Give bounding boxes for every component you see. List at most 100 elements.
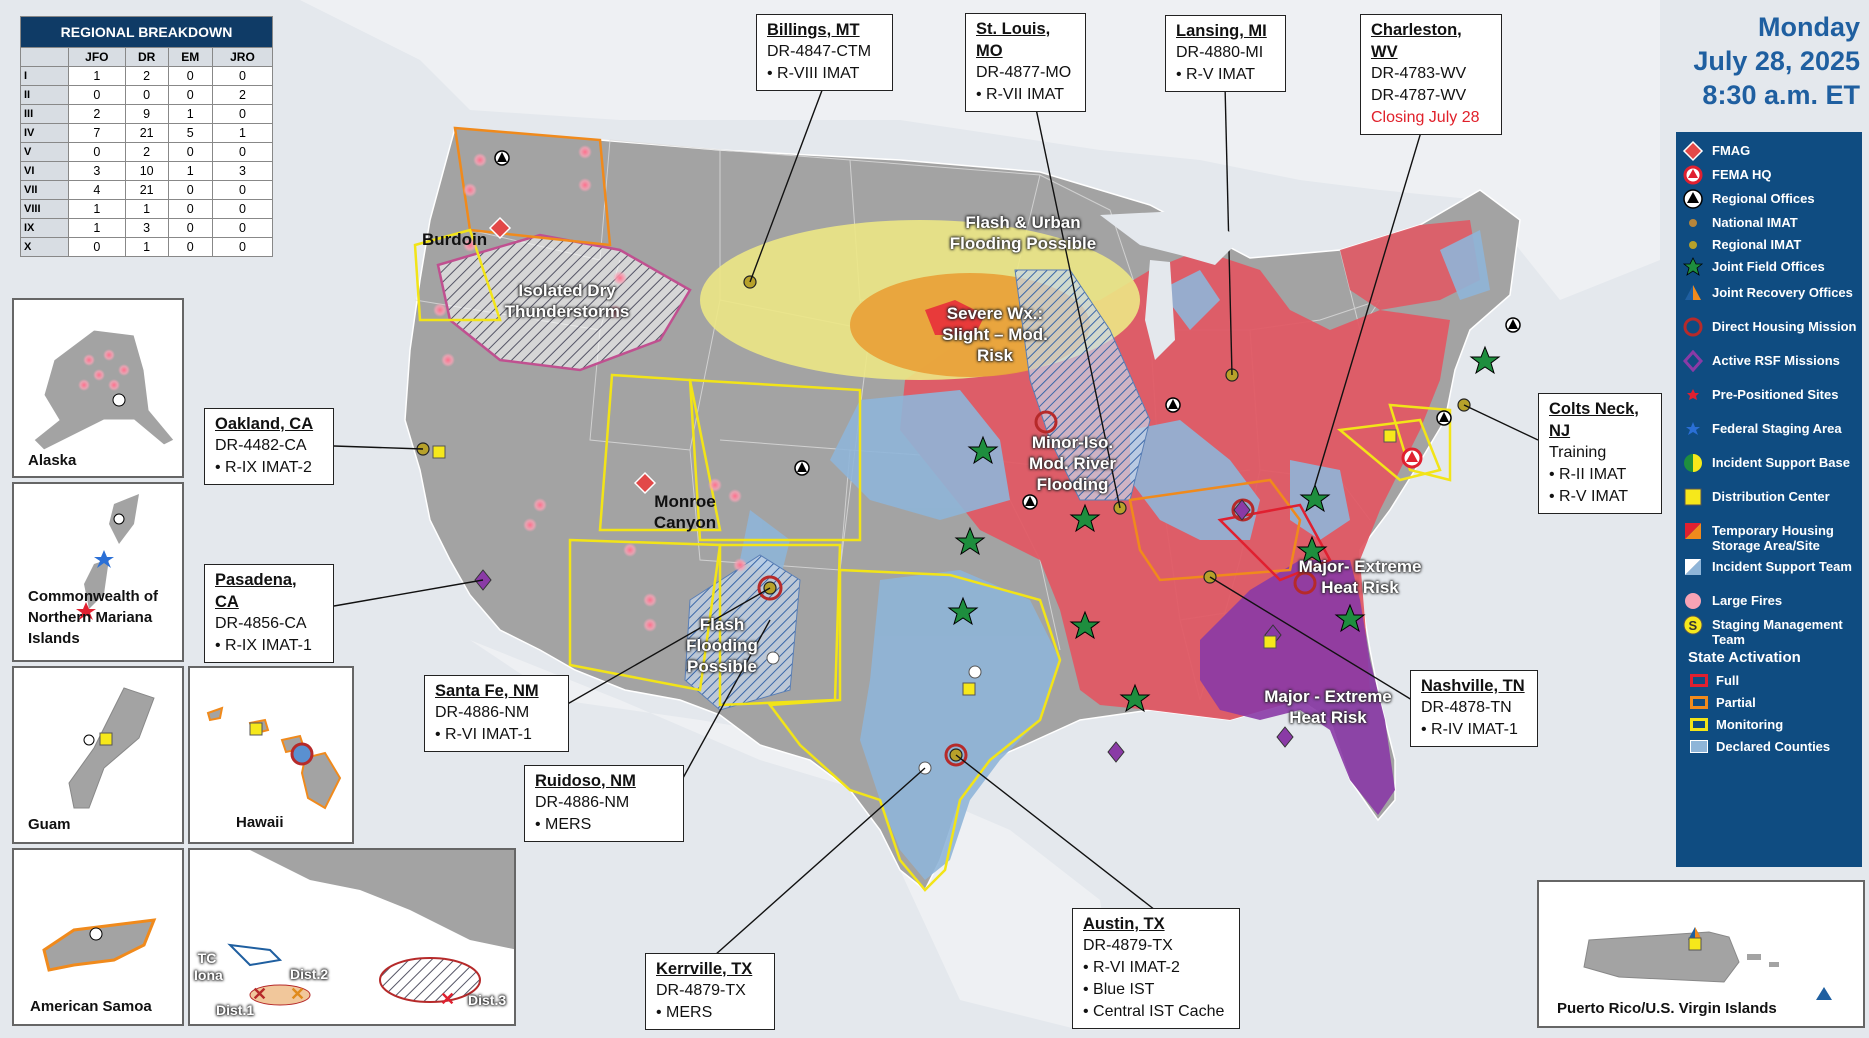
value-cell: 1 — [124, 199, 169, 219]
hawaii-label: Hawaii — [236, 814, 284, 831]
region-cell: V — [20, 142, 69, 162]
legend-label: Incident Support Base — [1712, 455, 1850, 470]
value-cell: 0 — [211, 218, 274, 238]
table-corner — [20, 47, 69, 67]
fmag-markers — [488, 216, 657, 495]
callout-line: DR-4886-NM — [535, 794, 630, 811]
legend-label: Federal Staging Area — [1712, 421, 1842, 436]
cnmi-inset: Commonwealth of Northern Mariana Islands — [12, 482, 184, 662]
legend-label: National IMAT — [1712, 215, 1798, 230]
state-activation-swatch — [1690, 740, 1708, 753]
guam-shape — [68, 687, 155, 809]
fema-hq-icon — [1682, 164, 1706, 186]
tropics-shape: ✕ ✕ ✕ — [190, 850, 514, 1009]
legend-label: Regional IMAT — [1712, 237, 1802, 252]
callout-line: DR-4482-CA — [215, 437, 307, 454]
value-cell: 2 — [211, 85, 274, 105]
legend-label: Temporary Housing Storage Area/Site — [1712, 523, 1834, 553]
column-header: JRO — [211, 47, 274, 67]
value-cell: 1 — [67, 66, 126, 86]
legend-label: Large Fires — [1712, 593, 1783, 608]
samoa-label: American Samoa — [30, 998, 152, 1015]
callout-line: • MERS — [656, 1004, 713, 1021]
callout-title: Colts Neck, NJ — [1549, 400, 1639, 440]
value-cell: 0 — [167, 218, 213, 238]
legend-label: FEMA HQ — [1712, 167, 1772, 182]
state-activation-label: Monitoring — [1716, 717, 1784, 732]
legend-label: Joint Recovery Offices — [1712, 285, 1853, 300]
isb-icon — [1682, 452, 1706, 474]
monroe-canyon-label: Monroe Canyon — [653, 492, 717, 532]
value-cell: 10 — [124, 161, 169, 181]
value-cell: 0 — [167, 199, 213, 219]
smt-icon: S — [1682, 614, 1706, 636]
region-cell: IX — [20, 218, 69, 238]
staging-star-icon — [1682, 418, 1706, 440]
dist1-label: Dist.1 — [216, 1002, 255, 1018]
value-cell: 1 — [124, 237, 169, 257]
value-cell: 1 — [167, 104, 213, 124]
callout-title: Santa Fe, NM — [435, 682, 539, 700]
lake-michigan — [1145, 260, 1175, 360]
fmag-icon — [1682, 140, 1706, 162]
samoa-shape — [42, 918, 157, 972]
value-cell: 7 — [67, 123, 126, 143]
callout-title: Ruidoso, NM — [535, 772, 636, 790]
guam-label: Guam — [28, 816, 71, 833]
callout-title: Kerrville, TX — [656, 960, 753, 978]
value-cell: 2 — [67, 104, 126, 124]
great-lakes — [1100, 210, 1240, 265]
callout-line: DR-4879-TX — [1083, 937, 1173, 954]
callout-line: DR-4880-MI — [1176, 44, 1264, 61]
regional-imat-icon — [1682, 234, 1706, 256]
minor-river-flood-label: Minor-Iso. Mod. River Flooding — [1029, 433, 1116, 494]
region-cell: I — [20, 66, 69, 86]
callout-line: • R-IX IMAT-1 — [215, 637, 312, 654]
samoa-inset: American Samoa — [12, 848, 184, 1026]
value-cell: 21 — [124, 123, 169, 143]
callout-title: Pasadena, CA — [215, 571, 297, 611]
jfo-stars — [947, 345, 1501, 713]
heat-risk-north-label: Major- Extreme Heat Risk — [1298, 557, 1422, 597]
region-cell: X — [20, 237, 69, 257]
value-cell: 0 — [167, 237, 213, 257]
callout-closing-note: Closing July 28 — [1371, 109, 1480, 126]
callout-title: Billings, MT — [767, 21, 860, 39]
callout-line: DR-4847-CTM — [767, 43, 872, 60]
value-cell: 3 — [211, 161, 274, 181]
dist3-label: Dist.3 — [468, 992, 507, 1008]
date-date: July 28, 2025 — [1693, 46, 1860, 76]
callout-line: • R-IV IMAT-1 — [1421, 721, 1518, 738]
distribution-centers — [432, 429, 1397, 696]
canada-landmass — [300, 0, 1660, 300]
column-header: JFO — [67, 47, 126, 67]
callout-leaders — [333, 79, 1539, 956]
callout-title: Charleston, WV — [1371, 21, 1462, 61]
callout-line: • R-IX IMAT-2 — [215, 459, 312, 476]
legend-label: Joint Field Offices — [1712, 259, 1825, 274]
value-cell: 0 — [211, 104, 274, 124]
callout-line: • R-VIII IMAT — [767, 65, 860, 82]
value-cell: 3 — [124, 218, 169, 238]
value-cell: 0 — [167, 142, 213, 162]
alaska-inset: Alaska — [12, 298, 184, 478]
cnmi-shape — [76, 494, 139, 620]
callout-line: • R-V IMAT — [1549, 488, 1629, 505]
callout-line: • R-VI IMAT-1 — [435, 726, 532, 743]
legend-label: Regional Offices — [1712, 191, 1815, 206]
svg-text:✕: ✕ — [440, 989, 455, 1009]
dry-thunder-label: Isolated Dry Thunderstorms — [504, 281, 630, 321]
temp-housing-icon — [1682, 520, 1706, 542]
callout-line: • MERS — [535, 816, 592, 833]
pr-inset: Puerto Rico/U.S. Virgin Islands — [1537, 880, 1865, 1028]
value-cell: 0 — [211, 199, 274, 219]
severe-inner-zone — [925, 300, 985, 335]
